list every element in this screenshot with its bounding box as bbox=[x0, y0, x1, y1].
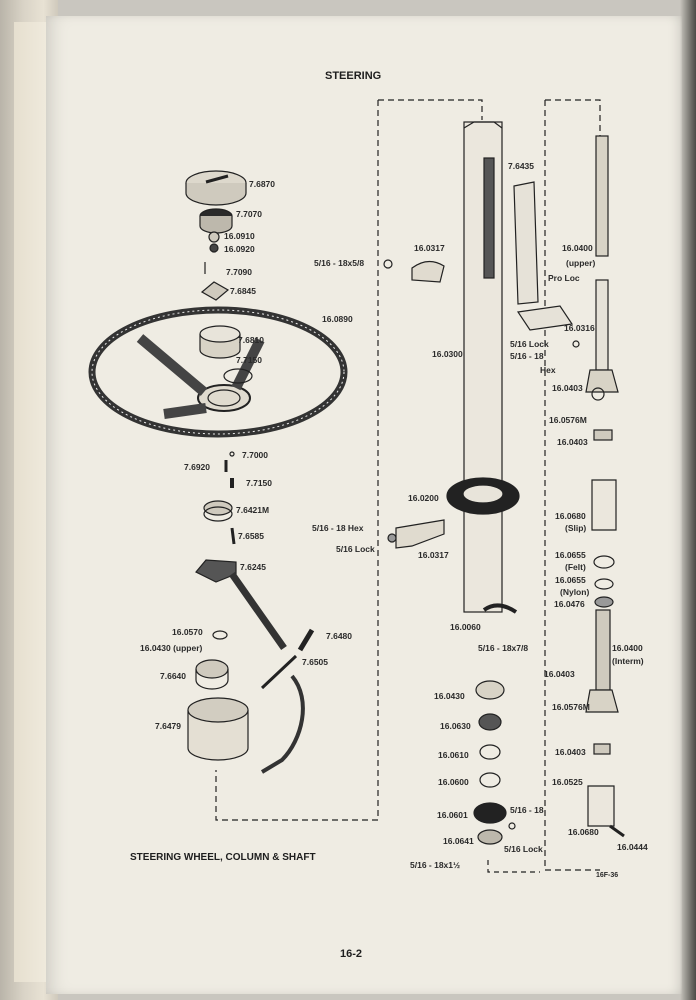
part-label: 16.0576M bbox=[549, 415, 587, 425]
part-label: 16.0300 bbox=[432, 349, 463, 359]
part-label: 16.0403 bbox=[557, 437, 588, 447]
part-label: 16.0430 (upper) bbox=[140, 643, 203, 653]
part-label: 16.0910 bbox=[224, 231, 255, 241]
part-label: 16.0316 bbox=[564, 323, 595, 333]
bolt-label: 5/16 Lock bbox=[336, 544, 375, 554]
bolt-label: 5/16 - 18x5/8 bbox=[314, 258, 365, 268]
part-label: 7.6479 bbox=[155, 721, 181, 731]
part-label: 7.7150 bbox=[246, 478, 272, 488]
part-label: 16.0655 bbox=[555, 575, 586, 585]
bolt-label: Hex bbox=[540, 365, 556, 375]
part-label: 16.0430 bbox=[434, 691, 465, 701]
bolt-label: 5/16 - 18 bbox=[510, 351, 544, 361]
right-page-shadow bbox=[680, 0, 696, 1000]
bolt-label: 5/16 - 18 Hex bbox=[312, 523, 364, 533]
part-label-note: (Slip) bbox=[565, 523, 587, 533]
part-label: 7.7000 bbox=[242, 450, 268, 460]
part-label: 16.0601 bbox=[437, 810, 468, 820]
part-label: 7.7090 bbox=[226, 267, 252, 277]
part-label: 16.0570 bbox=[172, 627, 203, 637]
part-label: 16.0680 bbox=[555, 511, 586, 521]
part-label: 7.6480 bbox=[326, 631, 352, 641]
part-label-note: (Interm) bbox=[612, 656, 644, 666]
part-label: 7.6810 bbox=[238, 335, 264, 345]
part-label: 16.0060 bbox=[450, 622, 481, 632]
part-label: 7.6845 bbox=[230, 286, 256, 296]
part-label: 16.0600 bbox=[438, 777, 469, 787]
part-label: 7.6435 bbox=[508, 161, 534, 171]
part-label: 16.0476 bbox=[554, 599, 585, 609]
part-label: 16.0317 bbox=[418, 550, 449, 560]
part-label: 16.0403 bbox=[552, 383, 583, 393]
part-label-note: (Felt) bbox=[565, 562, 586, 572]
part-label: Pro Loc bbox=[548, 273, 580, 283]
part-label: 16.0641 bbox=[443, 836, 474, 846]
part-label: 16.0525 bbox=[552, 777, 583, 787]
part-label: 7.6920 bbox=[184, 462, 210, 472]
part-label: 16.0400 bbox=[562, 243, 593, 253]
bolt-label: 5/16 - 18x1½ bbox=[410, 860, 461, 870]
part-label: 16.0576M bbox=[552, 702, 590, 712]
bolt-label: 5/16 Lock bbox=[504, 844, 543, 854]
part-label: 7.7150 bbox=[236, 355, 262, 365]
part-label: 16.0890 bbox=[322, 314, 353, 324]
part-label: 16.0403 bbox=[555, 747, 586, 757]
bolt-label: 5/16 Lock bbox=[510, 339, 549, 349]
page-header-title: STEERING bbox=[325, 70, 382, 82]
part-label: 7.6870 bbox=[249, 179, 275, 189]
manual-page bbox=[46, 16, 682, 994]
part-label: 16.0403 bbox=[544, 669, 575, 679]
part-label: 7.6421M bbox=[236, 505, 270, 515]
part-label-note: (upper) bbox=[566, 258, 596, 268]
bolt-label: 5/16 - 18 bbox=[510, 805, 544, 815]
page-number: 16-2 bbox=[340, 948, 363, 960]
part-label-note: (Nylon) bbox=[560, 587, 590, 597]
bolt-label: 5/16 - 18x7/8 bbox=[478, 643, 529, 653]
figure-code: 16F-36 bbox=[596, 872, 619, 879]
part-label: 7.6640 bbox=[160, 671, 186, 681]
part-label: 7.7070 bbox=[236, 209, 262, 219]
part-label: 7.6585 bbox=[238, 531, 264, 541]
part-label: 16.0680 bbox=[568, 827, 599, 837]
part-label: 16.0655 bbox=[555, 550, 586, 560]
part-label: 7.6245 bbox=[240, 562, 266, 572]
part-label: 16.0317 bbox=[414, 243, 445, 253]
part-label: 16.0630 bbox=[440, 721, 471, 731]
part-label: 16.0400 bbox=[612, 643, 643, 653]
part-label: 16.0610 bbox=[438, 750, 469, 760]
part-label: 16.0200 bbox=[408, 493, 439, 503]
part-label: 16.0444 bbox=[617, 842, 648, 852]
part-label: 7.6505 bbox=[302, 657, 328, 667]
part-label: 16.0920 bbox=[224, 244, 255, 254]
figure-caption: STEERING WHEEL, COLUMN & SHAFT bbox=[130, 852, 316, 863]
